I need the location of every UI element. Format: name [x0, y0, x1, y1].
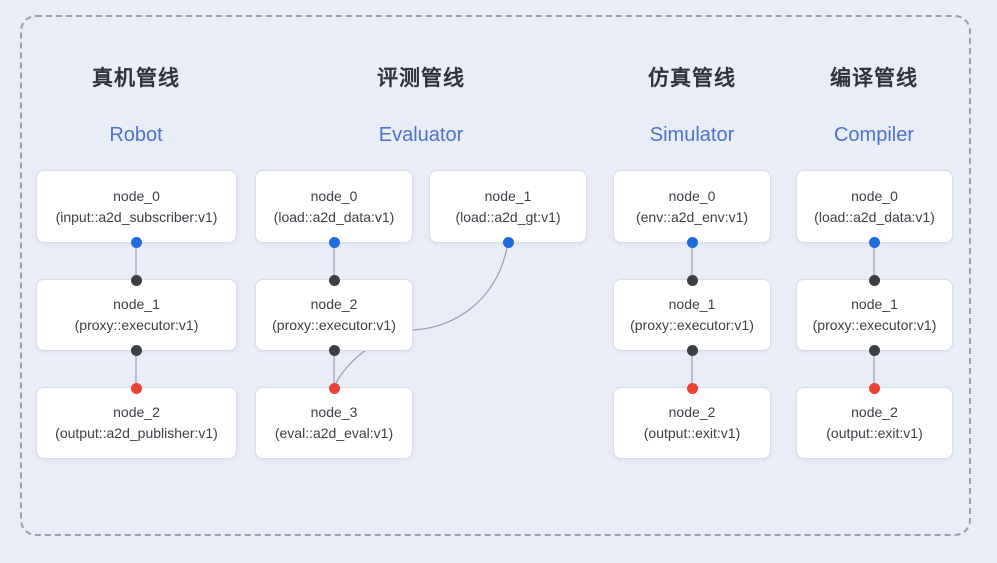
sink-port-dot	[869, 382, 880, 394]
node-type: (proxy::executor:v1)	[74, 317, 199, 333]
through-port-dot	[686, 344, 698, 356]
source-port-dot	[502, 236, 514, 248]
sink-port-dot	[131, 382, 142, 394]
node-box-evaluator-node2: node_2 (proxy::executor:v1)	[255, 274, 413, 356]
pipeline-title-en-simulator: Simulator	[649, 124, 735, 146]
node-type: (load::a2d_gt:v1)	[455, 208, 561, 225]
node-box-simulator-node1: node_1 (proxy::executor:v1)	[613, 274, 771, 356]
node-name: node_1	[851, 296, 898, 312]
pipeline-title-zh-evaluator: 评测管线	[377, 67, 465, 90]
source-port-dot	[869, 236, 880, 248]
node-name: node_2	[668, 404, 716, 420]
node-name: node_1	[113, 296, 160, 312]
sink-port-dot	[328, 382, 340, 394]
source-port-dot	[328, 236, 340, 248]
node-box-compiler-node1: node_1 (proxy::executor:v1)	[796, 274, 953, 356]
source-port-dot	[686, 236, 698, 248]
diagram-frame	[20, 15, 971, 536]
through-port-dot	[869, 274, 880, 286]
through-port-dot	[328, 274, 340, 286]
through-port-dot	[131, 344, 142, 356]
pipeline-title-en-robot: Robot	[109, 124, 163, 146]
node-box-evaluator-node1: node_1 (load::a2d_gt:v1)	[429, 170, 587, 248]
node-box-robot-node2: node_2 (output::a2d_publisher:v1)	[36, 382, 237, 459]
node-box-evaluator-node3: node_3 (eval::a2d_eval:v1)	[255, 382, 413, 459]
node-name: node_2	[310, 296, 358, 312]
node-name: node_2	[113, 404, 160, 420]
node-type: (output::a2d_publisher:v1)	[55, 425, 218, 441]
through-port-dot	[869, 344, 880, 356]
node-name: node_0	[668, 187, 716, 204]
node-name: node_2	[851, 404, 898, 420]
node-box-simulator-node2: node_2 (output::exit:v1)	[613, 382, 771, 459]
node-name: node_0	[851, 187, 898, 204]
node-name: node_1	[668, 296, 716, 312]
edge-eval-n1-n3	[334, 242, 509, 386]
node-name: node_0	[310, 187, 358, 204]
node-type: (output::exit:v1)	[826, 425, 923, 441]
node-type: (load::a2d_data:v1)	[814, 208, 935, 225]
node-box-robot-node1: node_1 (proxy::executor:v1)	[36, 274, 237, 356]
pipeline-title-zh-robot: 真机管线	[92, 67, 180, 90]
node-name: node_0	[113, 187, 160, 204]
node-type: (env::a2d_env:v1)	[635, 208, 749, 225]
node-name: node_1	[484, 187, 532, 204]
through-port-dot	[686, 274, 698, 286]
node-box-robot-node0: node_0 (input::a2d_subscriber:v1)	[36, 170, 237, 248]
node-type: (proxy::executor:v1)	[272, 317, 396, 333]
node-box-compiler-node2: node_2 (output::exit:v1)	[796, 382, 953, 459]
node-box-evaluator-node0: node_0 (load::a2d_data:v1)	[255, 170, 413, 248]
through-port-dot	[131, 274, 142, 286]
node-type: (load::a2d_data:v1)	[273, 208, 395, 225]
pipeline-title-en-compiler: Compiler	[833, 124, 915, 146]
node-box-simulator-node0: node_0 (env::a2d_env:v1)	[613, 170, 771, 248]
sink-port-dot	[686, 382, 698, 394]
node-type: (eval::a2d_eval:v1)	[274, 425, 394, 441]
node-type: (proxy::executor:v1)	[812, 317, 937, 333]
node-box-compiler-node0: node_0 (load::a2d_data:v1)	[796, 170, 953, 248]
pipeline-title-zh-simulator: 仿真管线	[648, 67, 736, 90]
node-type: (input::a2d_subscriber:v1)	[55, 208, 218, 225]
pipeline-title-zh-compiler: 编译管线	[830, 67, 918, 90]
through-port-dot	[328, 344, 340, 356]
source-port-dot	[131, 236, 142, 248]
node-type: (output::exit:v1)	[643, 425, 741, 441]
node-name: node_3	[310, 404, 358, 420]
node-type: (proxy::executor:v1)	[630, 317, 754, 333]
pipeline-title-en-evaluator: Evaluator	[378, 124, 464, 146]
